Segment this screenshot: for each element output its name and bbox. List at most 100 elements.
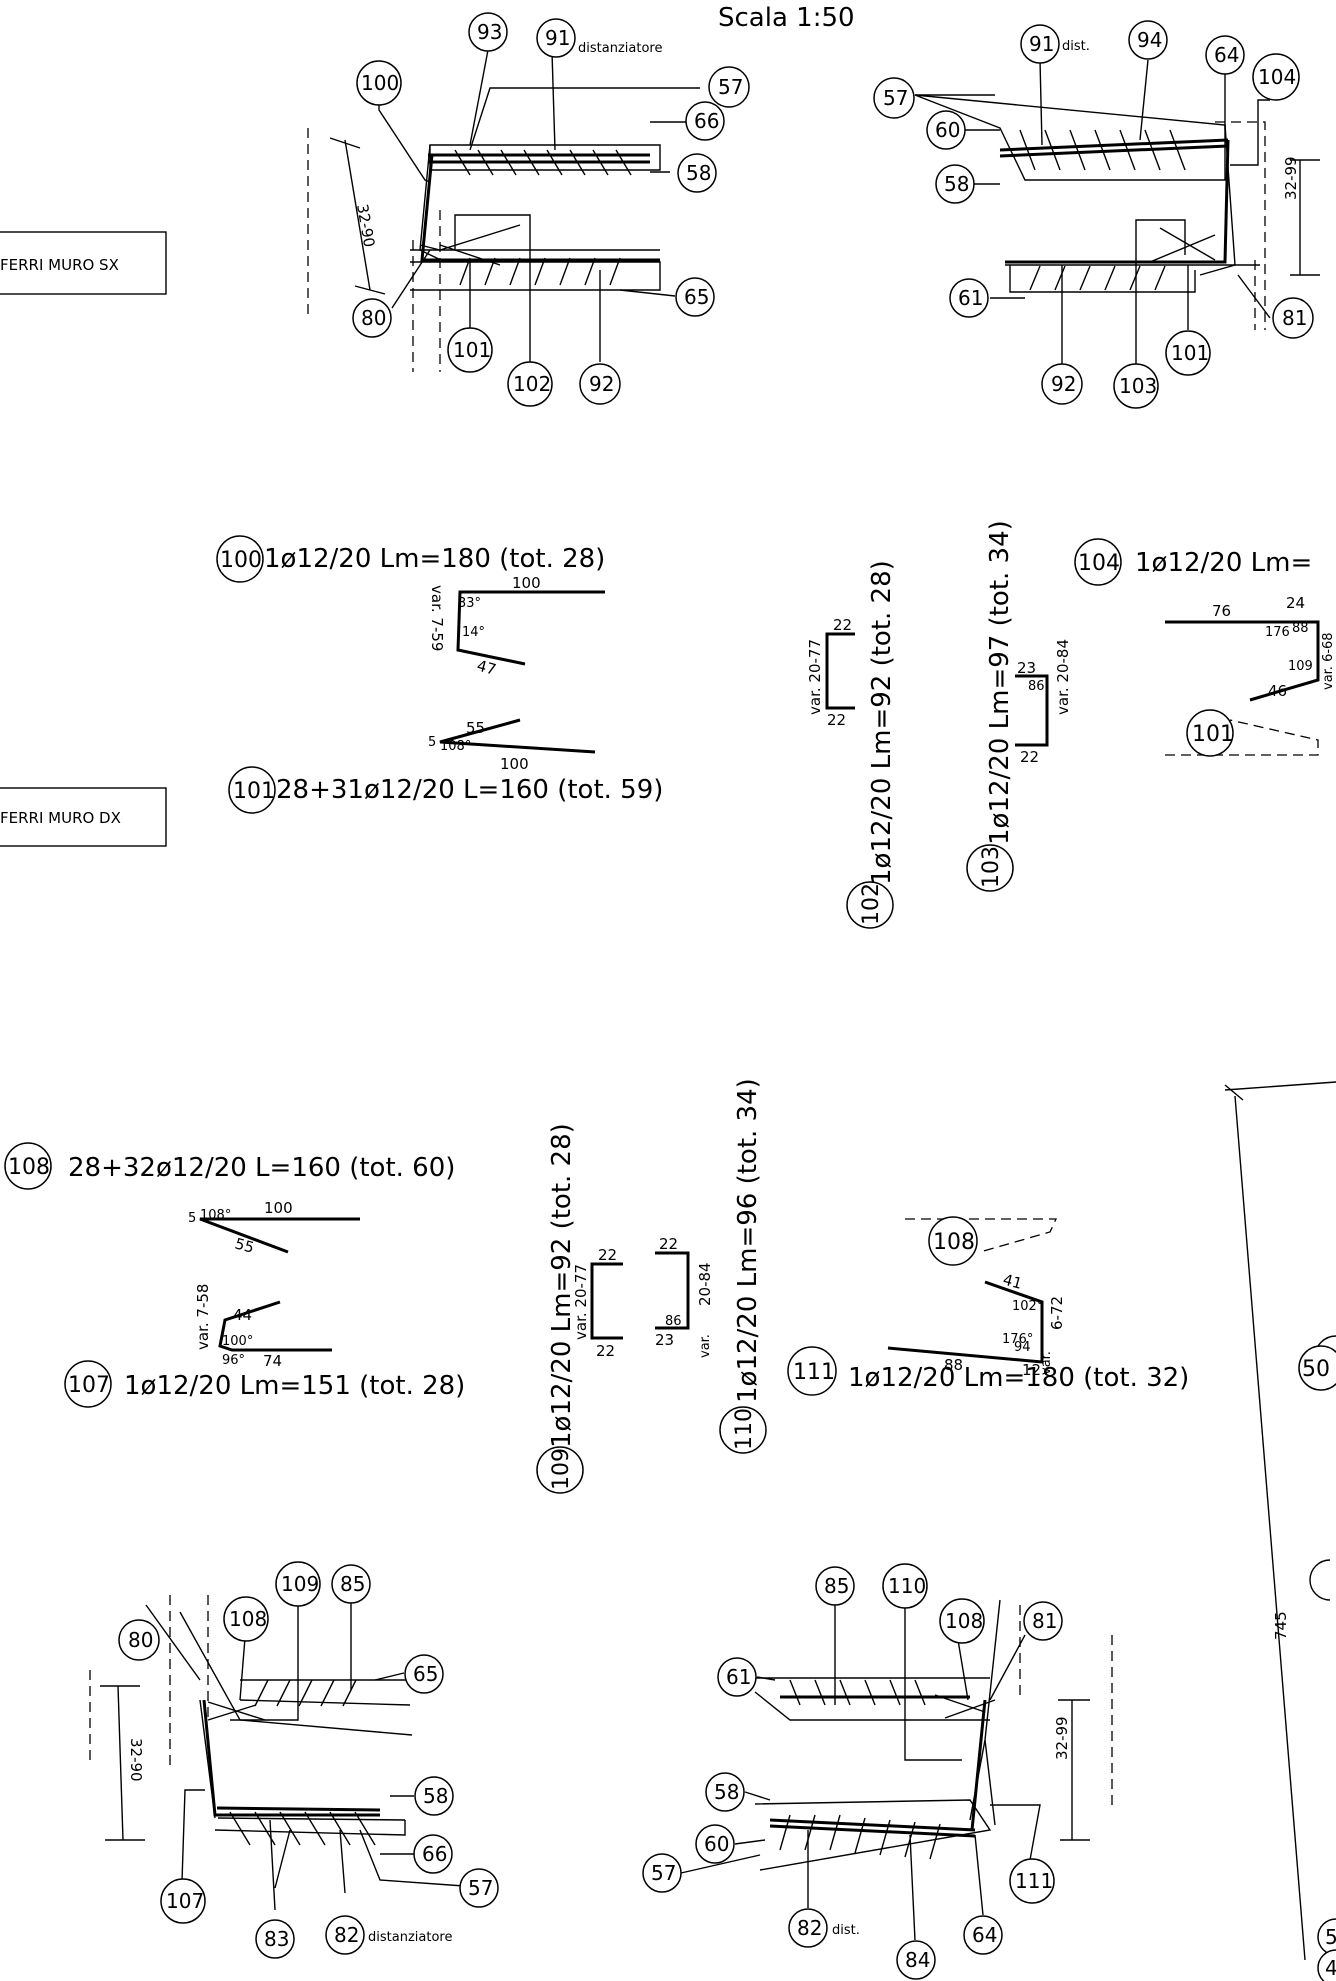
bar-101-dim-100: 100 [500,755,529,773]
mark-92: 92 [1041,363,1083,405]
dim-top-right: 32-99 [1282,156,1300,200]
svg-text:66: 66 [694,109,719,133]
bar-107-dim-44: 44 [233,1306,252,1324]
bar-111-mark: 111 [793,1360,835,1385]
mark-82: 82 [325,1915,365,1955]
mark-110 [719,1406,767,1454]
svg-text:58: 58 [686,161,711,185]
mark-91: 91 [536,18,576,58]
bar-100-mark: 100 [220,548,262,573]
bar-102-spec: 1ø12/20 Lm=92 (tot. 28) [867,560,897,885]
bar-104-ref: 101 [1192,722,1234,747]
svg-text:82: 82 [334,1923,359,1947]
svg-text:57: 57 [883,86,908,110]
svg-text:104: 104 [1258,65,1296,89]
svg-text:92: 92 [589,372,614,396]
side-label-muro-sx: FERRI MURO SX [0,231,167,295]
mark-66: 66 [685,101,725,141]
mark-57: 57 [873,77,915,119]
plan-mark-5b-text: 5 [1325,1925,1336,1949]
bar-101-mark: 101 [233,779,275,804]
bar-107-dim-74: 74 [263,1352,282,1370]
svg-text:111: 111 [1015,1869,1053,1893]
mark-101: 101 [1165,330,1211,376]
mark-108: 108 [223,1596,269,1642]
bar-100-dim-len: 100 [512,574,541,592]
mark-81: 81 [1023,1601,1063,1641]
bar-109: 109 1ø12/20 Lm=92 (tot. 28) 22 var. 20-7… [536,1123,623,1494]
bar-108-mark: 108 [8,1155,50,1180]
bar-110-dim-varlabel: var. [698,1334,713,1358]
mark-57: 57 [642,1853,682,1893]
bar-108-dim-55: 55 [233,1234,256,1256]
svg-text:108: 108 [945,1609,983,1633]
svg-text:81: 81 [1282,306,1307,330]
bar-102-dim-bot: 22 [827,711,846,729]
bar-104-dim-24: 24 [1286,594,1305,612]
mark-85: 85 [331,1564,371,1604]
svg-text:82: 82 [797,1916,822,1940]
bar-104-dim-76: 76 [1212,602,1231,620]
bar-107-dim-100: 100° [222,1334,253,1349]
mark-108 [4,1142,52,1190]
bar-108-dim-5: 5 [188,1211,196,1226]
mark-103 [966,844,1014,892]
bar-102-dim-var: var. 20-77 [806,639,824,715]
scale-label: Scala 1:50 [718,3,855,33]
bar-104-dim-46: 46 [1268,682,1287,700]
bar-101-dim-ang: 108° [440,739,471,754]
mark-58: 58 [935,164,975,204]
mark-58: 58 [677,153,717,193]
bar-107-spec: 1ø12/20 Lm=151 (tot. 28) [124,1371,465,1401]
bar-109-dim-top: 22 [598,1246,617,1264]
mark-60: 60 [926,110,966,150]
plan-mark-50-text: 50 [1302,1357,1330,1382]
mark-91: 91 [1020,24,1060,64]
bar-110-dim-var: 20-84 [696,1262,714,1306]
mark-101-ref [1186,709,1234,757]
mark-94: 94 [1128,20,1168,60]
svg-text:57: 57 [468,1876,493,1900]
mark-108-ref [928,1216,978,1266]
svg-text:94: 94 [1137,28,1162,52]
mark-64: 64 [963,1915,1003,1955]
bar-108-dim-100: 100 [264,1199,293,1217]
svg-text:65: 65 [684,285,709,309]
bar-107: var. 7-58 44 100° 96° 74 107 1ø12/20 Lm=… [64,1284,465,1408]
mark-92: 92 [579,363,621,405]
bar-111-dim-12: 12 [1022,1361,1041,1379]
bar-107-dim-96: 96° [222,1353,245,1368]
mark-80: 80 [118,1619,160,1661]
section-top-right: 32-99 [914,59,1320,365]
bar-102: 102 1ø12/20 Lm=92 (tot. 28) 22 var. 20-7… [806,560,897,929]
bar-104-mark: 104 [1078,551,1120,576]
dim-top-left: 32-90 [353,203,378,249]
bar-111-ref: 108 [933,1230,975,1255]
svg-text:58: 58 [944,172,969,196]
bar-110-dim-top: 22 [659,1235,678,1253]
bar-108: 108 28+32ø12/20 L=160 (tot. 60) 5 108° 1… [4,1142,455,1257]
svg-text:60: 60 [704,1832,729,1856]
svg-text:91: 91 [545,26,570,50]
bar-111-spec: 1ø12/20 Lm=180 (tot. 32) [848,1363,1189,1393]
dim-bottom-left: 32-90 [127,1738,145,1782]
bar-100-spec: 1ø12/20 Lm=180 (tot. 28) [264,544,605,574]
svg-text:109: 109 [281,1572,319,1596]
plan-mark-4 [1317,1949,1336,1981]
svg-text:66: 66 [422,1842,447,1866]
mark-61: 61 [949,278,989,318]
svg-text:57: 57 [651,1861,676,1885]
mark-80: 80 [352,298,392,338]
svg-text:65: 65 [413,1662,438,1686]
bar-103-dim-bot: 22 [1020,748,1039,766]
bar-107-dim-var: var. 7-58 [194,1284,212,1350]
svg-text:91: 91 [1029,32,1054,56]
section-bottom-right: 32-99 [680,1599,1113,1941]
bar-107-mark: 107 [68,1373,110,1398]
bar-110-dim-bot: 23 [655,1331,674,1349]
svg-text:57: 57 [718,75,743,99]
bar-100-dim-ang1: 33° [458,596,481,611]
section-top-left: 32-90 [307,49,700,372]
bar-101-dim-5: 5 [428,735,436,750]
svg-text:58: 58 [714,1780,739,1804]
